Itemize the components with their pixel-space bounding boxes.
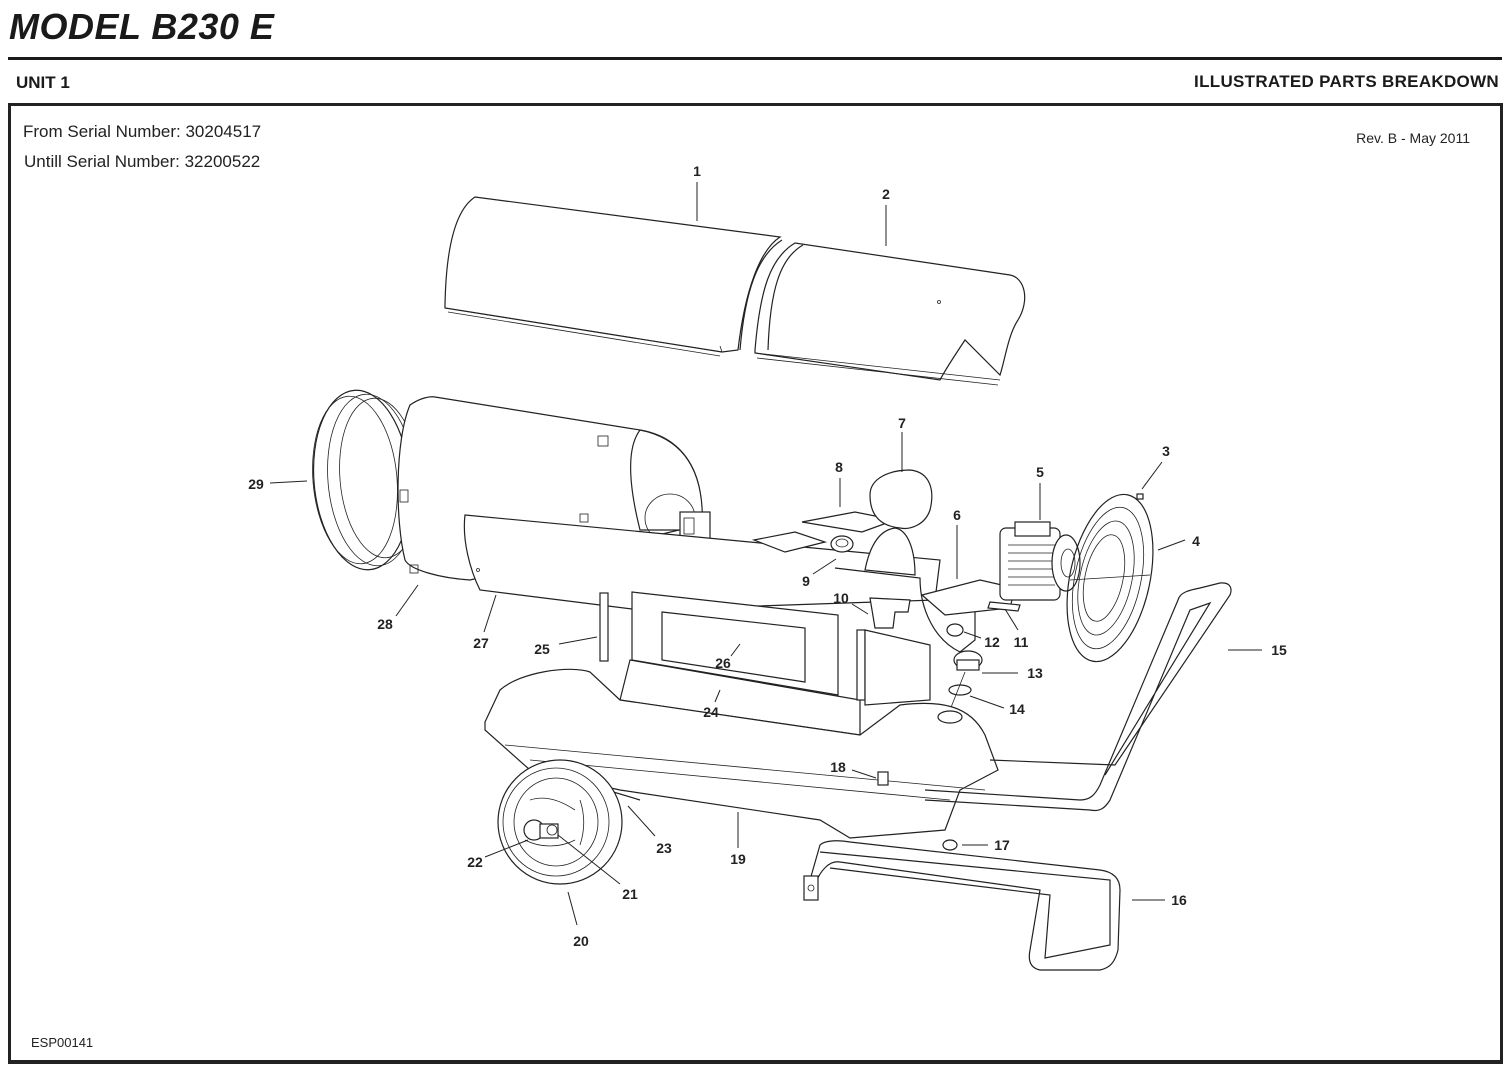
part-7-fan-blade: [864, 469, 933, 576]
section-label: ILLUSTRATED PARTS BREAKDOWN: [1194, 72, 1499, 91]
document-code: ESP00141: [31, 1035, 94, 1050]
part-17-drain-plug: [942, 839, 958, 851]
unit-label: UNIT 1: [16, 73, 70, 92]
part-10-bracket: [856, 597, 931, 706]
callout-20: 20: [573, 933, 589, 949]
part-11-motor-mount: [987, 601, 1021, 612]
callout-21: 21: [622, 886, 638, 902]
part-18-fitting: [877, 771, 889, 786]
callout-5: 5: [1036, 464, 1044, 480]
callout-8: 8: [835, 459, 843, 475]
part-9-grommet: [830, 535, 854, 553]
part-16-base-frame: [803, 840, 1121, 971]
callout-22: 22: [467, 854, 483, 870]
part-2-front-cover: [754, 242, 1026, 386]
part-20-wheel: [497, 759, 623, 885]
callout-18: 18: [830, 759, 846, 775]
until-serial-number: Untill Serial Number: 32200522: [24, 152, 261, 171]
callout-29: 29: [248, 476, 264, 492]
part-19-fuel-tank: [484, 668, 999, 839]
callout-10: 10: [833, 590, 849, 606]
callout-17: 17: [994, 837, 1010, 853]
callout-15: 15: [1271, 642, 1287, 658]
revision-label: Rev. B - May 2011: [1356, 130, 1470, 146]
callout-24: 24: [703, 704, 719, 720]
header-rule: [8, 57, 1502, 60]
from-serial-number: From Serial Number: 30204517: [23, 122, 262, 141]
callout-16: 16: [1171, 892, 1187, 908]
callout-27: 27: [473, 635, 489, 651]
part-13-fuel-cap: [953, 650, 983, 671]
part-15-handle: [924, 582, 1232, 812]
part-1-rear-cover: [444, 196, 783, 357]
part-21-axle-hub: [546, 824, 558, 836]
part-25-support-leg: [599, 592, 609, 662]
callout-2: 2: [882, 186, 890, 202]
callout-26: 26: [715, 655, 731, 671]
callout-12: 12: [984, 634, 1000, 650]
part-3-clip: [1136, 493, 1144, 500]
callout-25: 25: [534, 641, 550, 657]
callout-28: 28: [377, 616, 393, 632]
callout-9: 9: [802, 573, 810, 589]
part-5-motor: [999, 521, 1081, 601]
callout-3: 3: [1162, 443, 1170, 459]
model-title: MODEL B230 E: [9, 6, 275, 47]
part-12-grommet: [946, 623, 964, 637]
callout-13: 13: [1027, 665, 1043, 681]
callout-23: 23: [656, 840, 672, 856]
combustion-chamber: [629, 429, 711, 549]
callout-7: 7: [898, 415, 906, 431]
part-26-control-box-frame: [631, 591, 839, 696]
leader-lines: [269, 182, 1262, 926]
callout-4: 4: [1192, 533, 1200, 549]
callout-19: 19: [730, 851, 746, 867]
callout-6: 6: [953, 507, 961, 523]
callout-1: 1: [693, 163, 701, 179]
callout-14: 14: [1009, 701, 1025, 717]
part-4-fan-guard: [1066, 493, 1154, 663]
diagram-frame: [8, 103, 1503, 1064]
callout-11: 11: [1014, 634, 1029, 650]
part-8-cover-plate: [751, 511, 898, 553]
